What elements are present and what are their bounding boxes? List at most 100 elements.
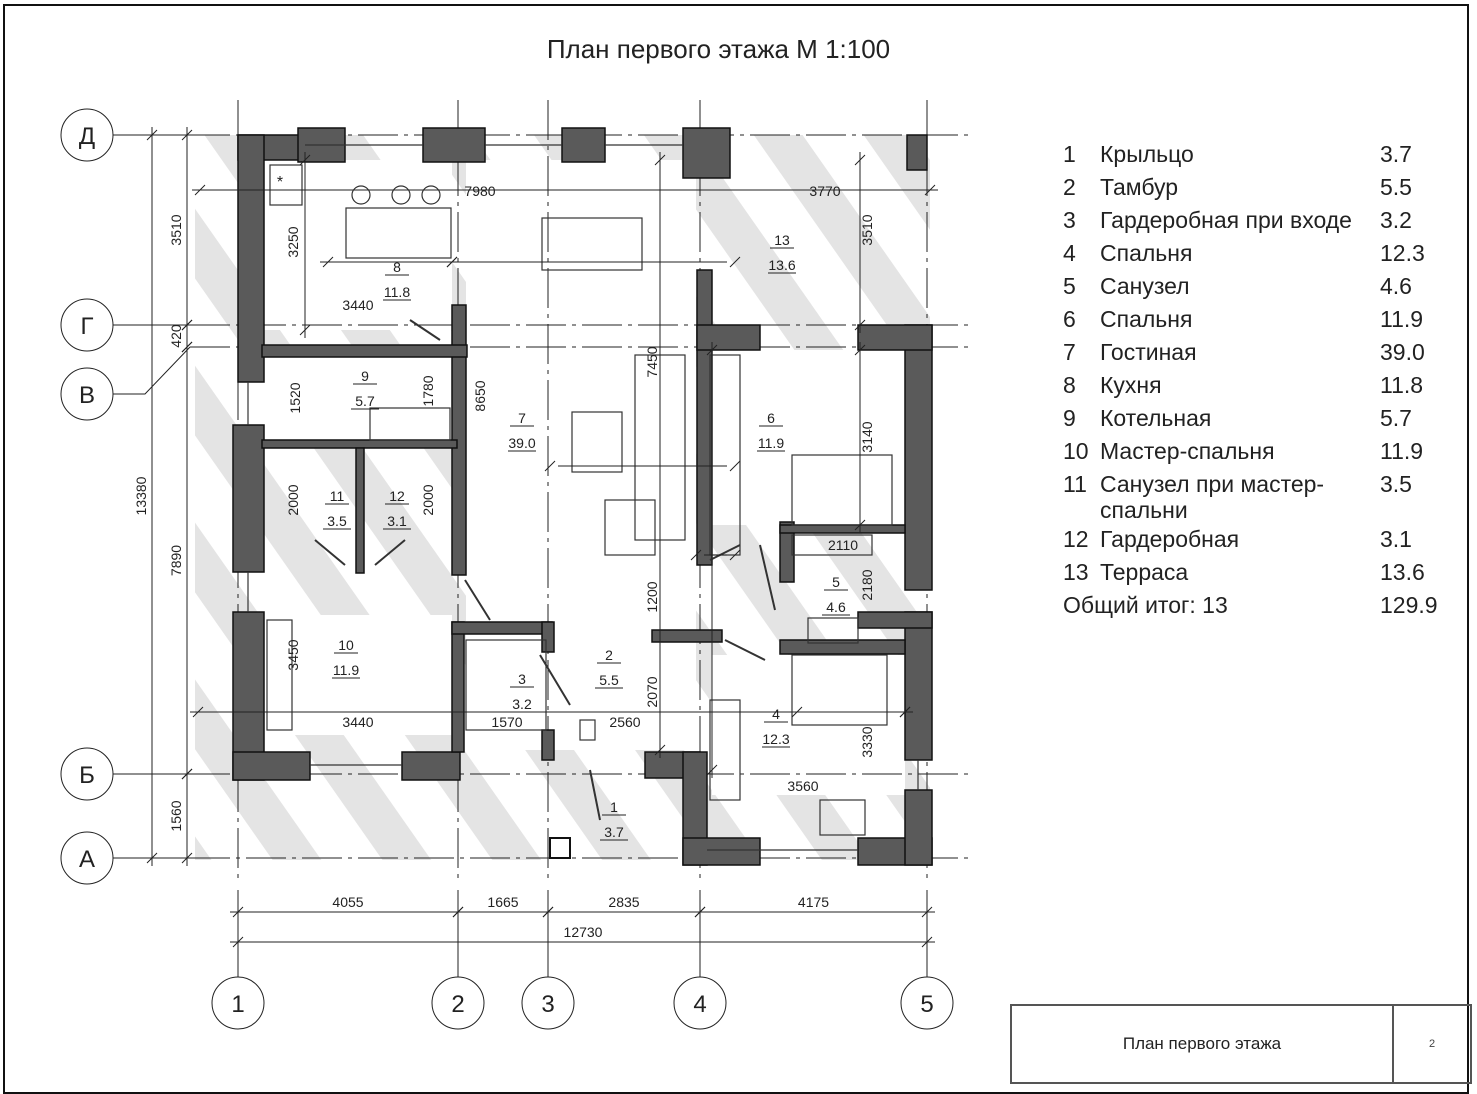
schedule-room-name: Тамбур (1100, 174, 1179, 200)
furniture (369, 407, 451, 441)
schedule-room-area: 3.2 (1380, 207, 1412, 233)
schedule-room-area: 3.1 (1380, 526, 1412, 552)
schedule-room-name: Санузел (1100, 273, 1190, 299)
dimension-tick (146, 129, 158, 141)
dimension-tick (299, 324, 311, 336)
wall (857, 611, 933, 629)
room-area: 5.7 (355, 393, 375, 409)
room-area: 13.6 (768, 257, 795, 273)
furniture (604, 499, 656, 556)
dimension-text: 1520 (287, 382, 303, 413)
grid-bubble (521, 976, 575, 1030)
room-number: 12 (389, 488, 405, 504)
dimension-tick (854, 344, 866, 356)
dimension-text: 8650 (472, 380, 488, 411)
wall (779, 524, 906, 534)
dimension-tick (729, 549, 741, 561)
wall (232, 751, 311, 781)
schedule-room-name: Котельная (1100, 405, 1212, 431)
column (549, 837, 571, 859)
schedule-room-name: Кухня (1100, 372, 1162, 398)
dimension-tick (299, 154, 311, 166)
furniture (269, 164, 303, 206)
schedule-room-number: 10 (1063, 438, 1089, 464)
dimension-tick (446, 256, 458, 268)
kitchen-mark: * (277, 174, 283, 191)
wall (232, 424, 265, 573)
dimension-text: 3510 (859, 214, 875, 245)
grid-axis-label: А (79, 846, 95, 873)
dimension-tick (181, 319, 193, 331)
schedule-room-number: 8 (1063, 372, 1076, 398)
dimension-tick (232, 906, 244, 918)
wall (906, 134, 928, 171)
dimension-tick (654, 744, 666, 756)
schedule-room-name: Крыльцо (1100, 141, 1194, 167)
dimension-text: 4055 (332, 894, 363, 910)
grid-axis-label: 2 (451, 991, 464, 1018)
dimension-text: 420 (168, 324, 184, 348)
dimension-text: 2560 (609, 714, 640, 730)
dimension-text: 3440 (342, 297, 373, 313)
schedule-room-area: 3.5 (1380, 471, 1412, 497)
schedule-room-area: 12.3 (1380, 240, 1425, 266)
dimension-text: 1560 (168, 800, 184, 831)
dimension-tick (729, 256, 741, 268)
dimension-tick (544, 460, 556, 472)
schedule-room-name: Санузел при мастер-спальни (1100, 471, 1325, 523)
grid-axis-label: 3 (541, 991, 554, 1018)
schedule-room-area: 11.8 (1380, 372, 1424, 398)
furniture (709, 699, 741, 801)
room-number: 4 (772, 706, 780, 722)
title-block-sheet-number: 2 (1428, 1038, 1436, 1050)
room-area: 3.5 (327, 513, 347, 529)
room-number: 6 (767, 410, 775, 426)
room-number: 5 (832, 574, 840, 590)
furniture (345, 207, 452, 259)
dimension-text: 2110 (828, 537, 858, 553)
wall (401, 751, 461, 781)
dimension-text: 1780 (420, 375, 436, 406)
stool (421, 185, 441, 205)
dimension-text: 1200 (644, 581, 660, 612)
dimension-text: 3140 (859, 421, 875, 452)
grid-bubble (211, 976, 265, 1030)
dimension-text: 2180 (859, 569, 875, 600)
drawing-title: План первого этажа М 1:100 (546, 34, 891, 64)
door-leaf (589, 769, 601, 821)
schedule-room-area: 39.0 (1380, 339, 1425, 365)
dimension-text: 2000 (285, 484, 301, 515)
grid-axis-label: Б (79, 762, 95, 789)
stool (351, 185, 371, 205)
dimension-text: 7450 (644, 346, 660, 377)
title-block-name: План первого этажа (1012, 1006, 1394, 1082)
door-leaf (759, 544, 776, 611)
room-fills (262, 160, 905, 795)
dimension-tick (690, 549, 702, 561)
room-area: 3.2 (512, 696, 532, 712)
dimension-tick (181, 341, 193, 353)
schedule-room-number: 13 (1063, 559, 1089, 585)
furniture (266, 619, 293, 731)
dimension-text: 1665 (487, 894, 518, 910)
room-number: 8 (393, 259, 401, 275)
schedule-room-area: 11.9 (1380, 306, 1424, 332)
furniture (579, 719, 596, 741)
door-leaf (709, 544, 741, 561)
title-block: План первого этажа 2 (1010, 1004, 1472, 1084)
wall (904, 324, 933, 591)
door-leaf (314, 539, 346, 566)
room-number: 9 (361, 368, 369, 384)
wall (261, 439, 458, 449)
grid-axis-label: Д (79, 123, 95, 150)
room-area: 12.3 (762, 731, 789, 747)
dimension-text: 3560 (787, 778, 818, 794)
dimension-tick (542, 906, 554, 918)
